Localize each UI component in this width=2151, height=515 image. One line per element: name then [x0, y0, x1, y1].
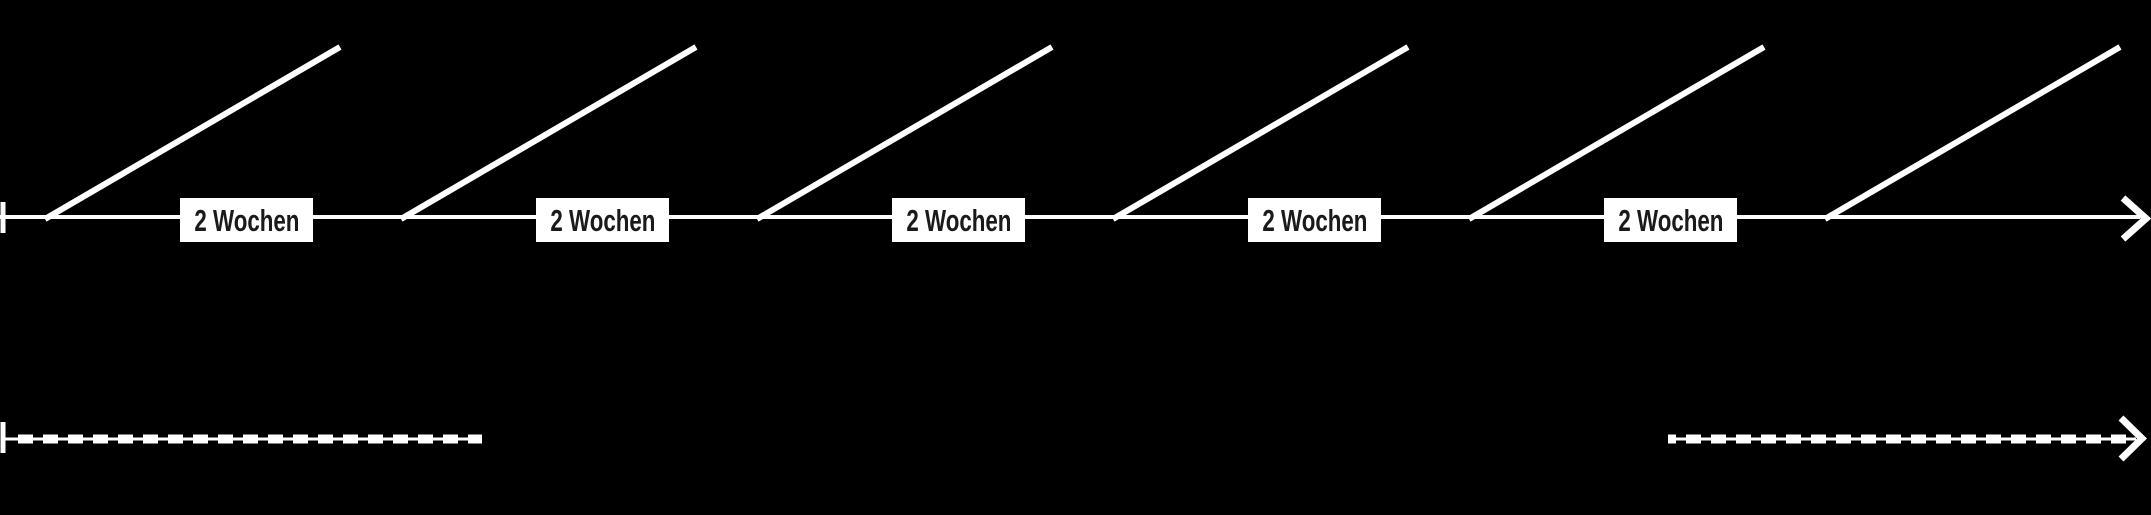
- sprint-interval-label-text: 2 Wochen: [549, 202, 656, 238]
- sprint-interval-label-text: 2 Wochen: [1617, 202, 1724, 238]
- sprint-diagonal-line-3: [755, 44, 1054, 222]
- sprint-diagonal-line-5: [1467, 44, 1766, 222]
- sprint-interval-label: 2 Wochen: [1248, 198, 1381, 242]
- sprint-interval-label-text: 2 Wochen: [905, 202, 1012, 238]
- sprint-interval-label: 2 Wochen: [536, 198, 669, 242]
- sprint-interval-label-text: 2 Wochen: [193, 202, 300, 238]
- arrow-right-icon: [2118, 415, 2148, 462]
- sprint-diagonal-line-1: [43, 44, 342, 222]
- sprint-diagonal-line-2: [399, 44, 698, 222]
- sprint-diagonal-line-6: [1823, 44, 2122, 222]
- sprint-interval-label-text: 2 Wochen: [1261, 202, 1368, 238]
- sprint-diagonal-line-4: [1111, 44, 1410, 222]
- sprint-interval-label: 2 Wochen: [892, 198, 1025, 242]
- arrow-right-icon: [2120, 195, 2151, 242]
- sprint-interval-label: 2 Wochen: [180, 198, 313, 242]
- sprint-interval-label: 2 Wochen: [1604, 198, 1737, 242]
